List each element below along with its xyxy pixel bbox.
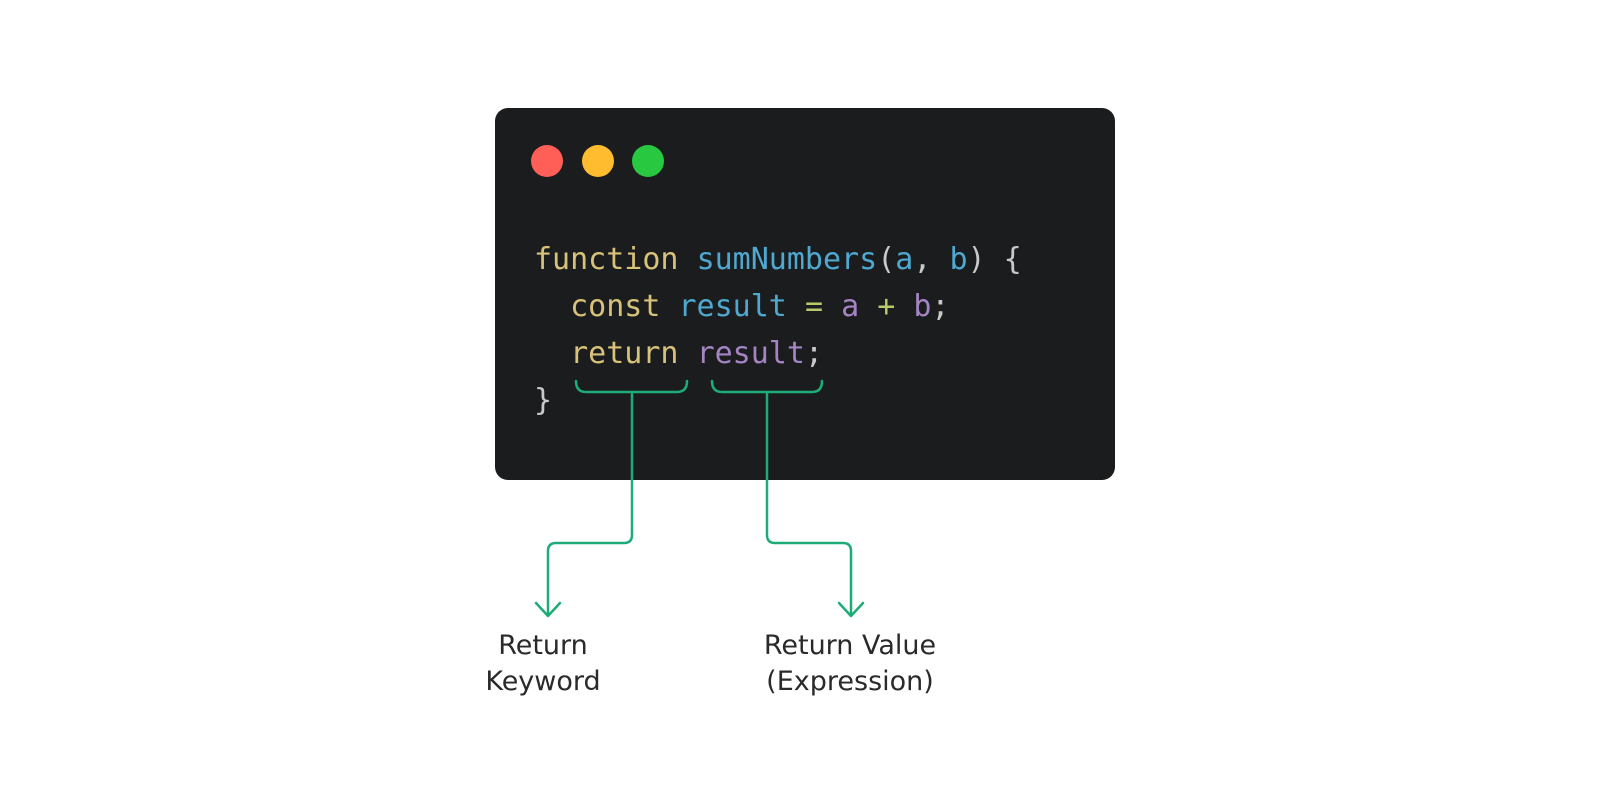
return-value-bracket	[710, 379, 824, 394]
code-token-punct: (	[877, 242, 896, 277]
return-value-label: Return Value (Expression)	[720, 628, 980, 700]
return-keyword-label-line-1: Return	[498, 630, 588, 661]
code-token-operator: =	[804, 289, 823, 324]
minimize-dot-icon	[582, 145, 614, 177]
close-dot-icon	[531, 145, 563, 177]
return-value-arrow-line	[765, 390, 853, 617]
maximize-dot-icon	[632, 145, 664, 177]
return-value-label-line-1: Return Value	[763, 630, 937, 661]
code-token-function-name: b	[949, 242, 968, 277]
code-line: function sumNumbers(a, b) {	[534, 236, 1022, 283]
code-token-param: a	[841, 289, 860, 324]
code-token-function-name: sumNumbers	[696, 242, 878, 277]
code-block: function sumNumbers(a, b) { const result…	[534, 236, 1022, 424]
return-keyword-bracket	[574, 379, 689, 394]
return-value-arrowhead-icon	[837, 601, 865, 618]
code-window: function sumNumbers(a, b) { const result…	[495, 108, 1115, 480]
code-token-punct: ;	[804, 336, 823, 371]
return-keyword-label-line-2: Keyword	[485, 666, 601, 697]
code-token-keyword: const	[570, 289, 661, 324]
code-line: const result = a + b;	[534, 283, 1022, 330]
code-token-operator: +	[877, 289, 896, 324]
code-token-keyword: function	[534, 242, 679, 277]
code-token-param: result	[696, 336, 805, 371]
code-token-punct: }	[534, 383, 553, 418]
code-token-function-name: a	[895, 242, 914, 277]
code-token-punct: ,	[913, 242, 950, 277]
code-token-function-name: result	[678, 289, 787, 324]
code-token-punct: ;	[931, 289, 950, 324]
return-keyword-label: Return Keyword	[443, 628, 643, 700]
code-token-keyword: return	[570, 336, 679, 371]
return-keyword-arrowhead-icon	[534, 601, 562, 618]
code-token-param: b	[913, 289, 932, 324]
return-value-label-line-2: (Expression)	[766, 666, 934, 697]
code-token-punct: ) {	[967, 242, 1022, 277]
code-line: }	[534, 377, 1022, 424]
code-line: return result;	[534, 330, 1022, 377]
return-keyword-arrow-line	[546, 390, 634, 617]
